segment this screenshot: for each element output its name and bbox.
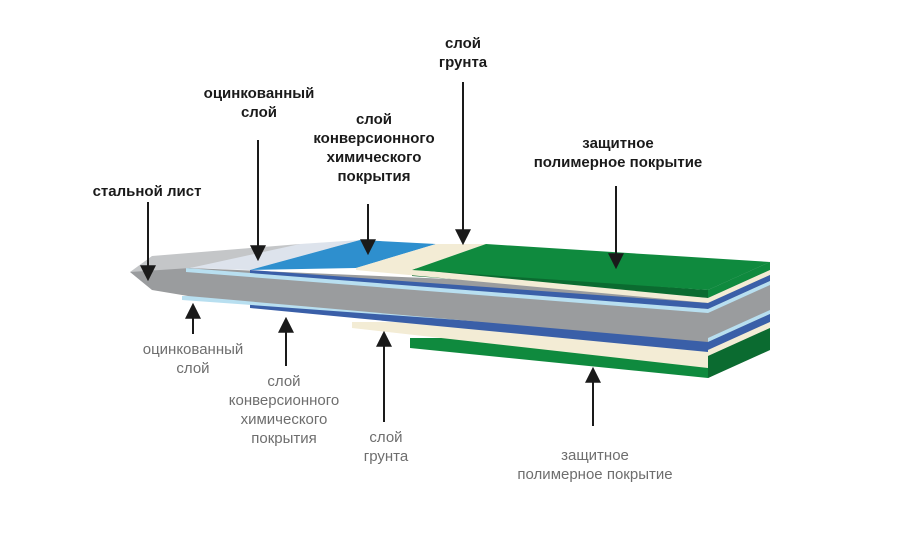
primer-top-face [356, 244, 486, 270]
end-zinc-top [708, 281, 770, 313]
front-green-stripe [412, 268, 708, 298]
label-primer-bottom: слой грунта [363, 429, 409, 465]
end-green-bottom [708, 328, 770, 378]
end-zinc-bottom [708, 310, 770, 342]
front-blue-stripe [250, 270, 708, 309]
label-primer-top: слой грунта [438, 35, 488, 71]
label-conversion-top: слой конверсионного химического покрытия [313, 111, 435, 185]
label-steel-sheet-top: стальной лист [92, 183, 202, 200]
label-zinc-bottom: оцинкованный слой [142, 341, 244, 377]
steel-core-face [130, 262, 708, 342]
front-zinc-stripe [186, 268, 708, 313]
label-polymer-bottom: защитное полимерное покрытие [517, 447, 673, 483]
polymer-top-face [412, 244, 770, 290]
end-primer-top [708, 270, 770, 303]
label-conversion-bottom: слой конверсионного химического покрытия [228, 373, 340, 447]
end-primer-bottom [708, 322, 770, 356]
front-primer-stripe [356, 264, 708, 303]
end-blue-bottom [708, 314, 770, 350]
end-green-top [708, 262, 770, 298]
label-zinc-top: оцинкованный слой [203, 85, 315, 121]
label-polymer-top: защитное полимерное покрытие [533, 135, 703, 171]
conversion-top-face [250, 240, 436, 270]
zinc-top-face [190, 240, 360, 270]
end-blue-top [708, 275, 770, 309]
